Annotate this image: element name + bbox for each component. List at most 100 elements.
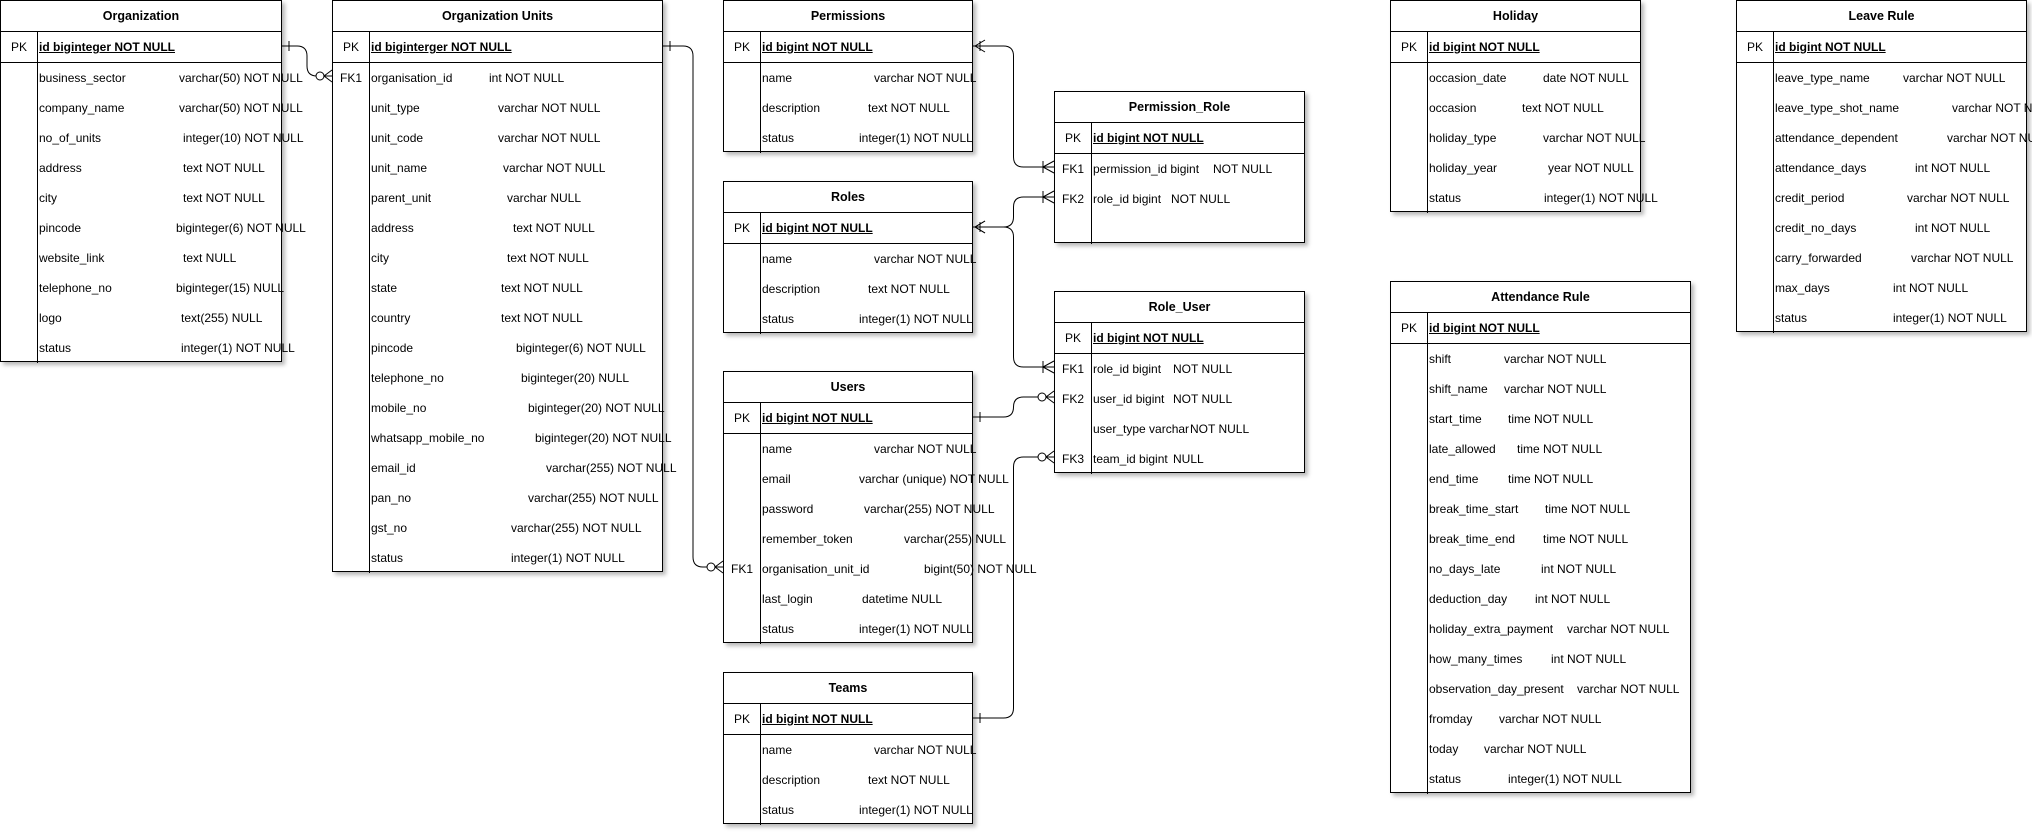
field-type: varchar NOT NULL: [503, 161, 606, 175]
field-name: user_type varchar: [1093, 422, 1190, 436]
entity-title: Teams: [724, 673, 972, 704]
field-type: integer(1) NOT NULL: [859, 312, 973, 326]
field-type: text NOT NULL: [868, 101, 950, 115]
many-cardinality-mark: [1042, 360, 1055, 374]
field-name: shift_name: [1429, 382, 1488, 396]
field-type: varchar NOT NULL: [1567, 622, 1670, 636]
pk-label: PK: [10, 40, 27, 54]
field-name: email_id: [371, 461, 416, 475]
field-name: name: [762, 442, 793, 456]
field-type: bigint(50) NOT NULL: [924, 562, 1037, 576]
field-type: varchar(50) NOT NULL: [179, 71, 303, 85]
field-name: mobile_no: [371, 401, 427, 415]
field-name: holiday_extra_payment: [1429, 622, 1554, 636]
field-name: description: [762, 101, 821, 115]
field-name: attendance_dependent: [1775, 131, 1898, 145]
field-type: integer(1) NOT NULL: [181, 341, 295, 355]
primary-key-field: id bigint NOT NULL: [762, 221, 873, 235]
field-type: NOT NULL: [1190, 422, 1250, 436]
field-name: carry_forwarded: [1775, 251, 1862, 265]
field-name: description: [762, 773, 821, 787]
field-type: text NOT NULL: [1522, 101, 1604, 115]
entity-title: Role_User: [1055, 292, 1304, 323]
field-name: address: [39, 161, 82, 175]
field-row: [1055, 214, 1304, 244]
field-name: holiday_type: [1429, 131, 1497, 145]
field-name: leave_type_shot_name: [1775, 101, 1900, 115]
field-name: city: [39, 191, 57, 205]
key-column-divider: [1427, 32, 1428, 213]
field-type: varchar NOT NULL: [1504, 382, 1607, 396]
field-type: int NOT NULL: [1541, 562, 1617, 576]
field-type: int NOT NULL: [1915, 161, 1991, 175]
field-type: biginteger(6) NOT NULL: [176, 221, 306, 235]
field-type: text NOT NULL: [507, 251, 589, 265]
field-name: remember_token: [762, 532, 853, 546]
field-name: break_time_start: [1429, 502, 1519, 516]
field-name: today: [1429, 742, 1459, 756]
field-name: unit_type: [371, 101, 420, 115]
many-cardinality-mark: [1045, 390, 1055, 404]
field-name: fromday: [1429, 712, 1473, 726]
optional-cardinality-mark: [315, 71, 325, 81]
many-cardinality-mark: [1042, 160, 1055, 174]
field-type: biginteger(20) NOT NULL: [535, 431, 672, 445]
field-type: biginteger(6) NOT NULL: [516, 341, 646, 355]
field-row: shift_name varchar NOT NULL: [1391, 374, 1690, 404]
field-type: varchar NOT NULL: [1911, 251, 2014, 265]
field-name: credit_period: [1775, 191, 1845, 205]
field-row: carry_forwarded varchar NOT NULL: [1737, 243, 2026, 273]
field-name: leave_type_name: [1775, 71, 1870, 85]
field-type: varchar NOT NULL: [874, 442, 977, 456]
field-type: NULL: [1173, 452, 1204, 466]
field-name: attendance_days: [1775, 161, 1867, 175]
many-cardinality-mark: [323, 69, 333, 83]
key-column-divider: [1091, 323, 1092, 474]
field-type: biginteger(15) NULL: [176, 281, 285, 295]
field-type: varchar(255) NOT NULL: [546, 461, 677, 475]
field-name: status: [762, 622, 795, 636]
many-cardinality-mark: [974, 220, 986, 234]
relationship-line-2: [973, 45, 1054, 168]
pk-label: PK: [342, 40, 359, 54]
field-name: state: [371, 281, 398, 295]
field-type: varchar NOT NULL: [874, 252, 977, 266]
field-type: text NULL: [183, 251, 237, 265]
field-type: varchar NOT NULL: [1947, 131, 2032, 145]
field-name: description: [762, 282, 821, 296]
